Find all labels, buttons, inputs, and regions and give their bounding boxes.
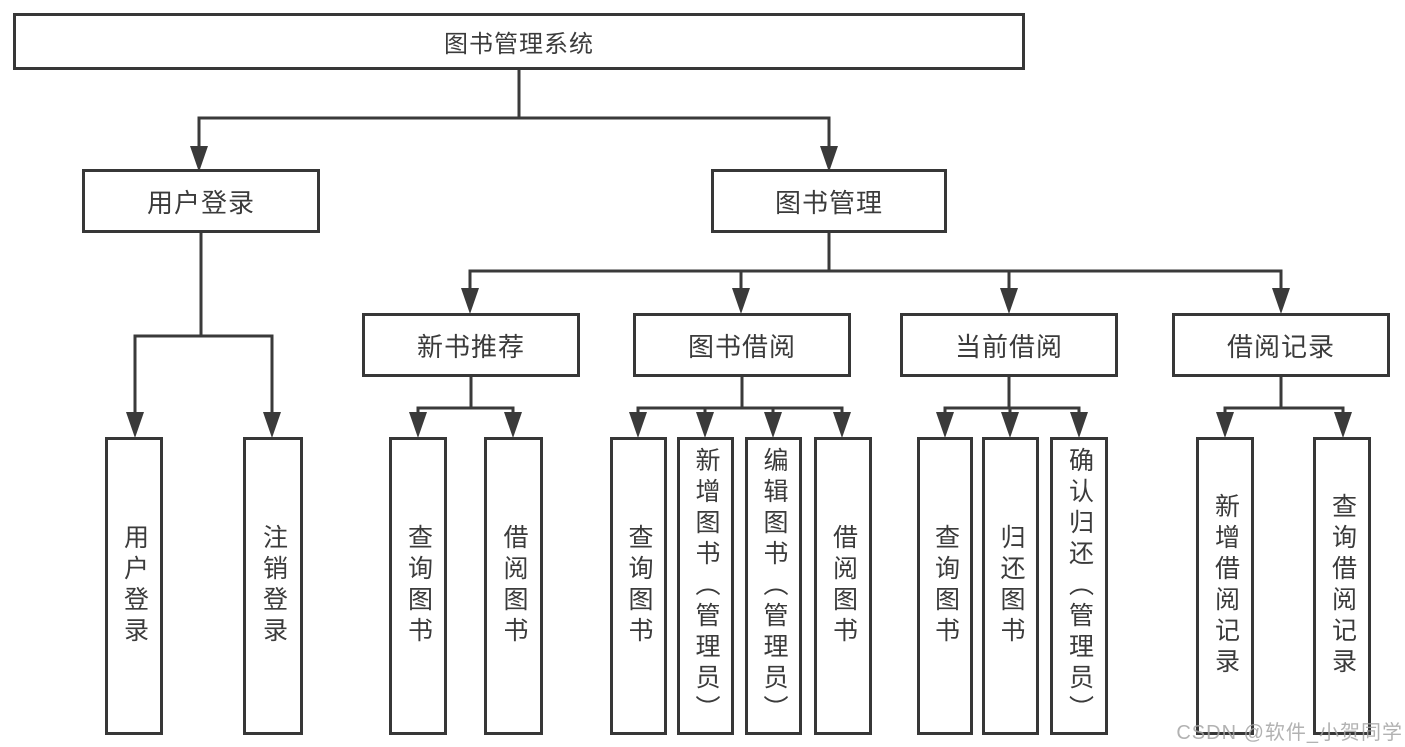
node-leaf-query-books-recommend: 查询图书 [389, 437, 447, 735]
node-leaf-query-borrow-record: 查询借阅记录 [1313, 437, 1371, 735]
edges-book-borrow [629, 377, 851, 438]
arrowhead-down-icon [820, 146, 838, 172]
node-book-management: 图书管理 [711, 169, 947, 233]
arrowhead-down-icon [1000, 288, 1018, 314]
node-leaf-confirm-return-admin: 确认归还（管理员） [1050, 437, 1108, 735]
arrowhead-down-icon [1070, 412, 1088, 438]
arrowhead-down-icon [764, 412, 782, 438]
node-leaf-return-books: 归还图书 [982, 437, 1039, 735]
arrowhead-down-icon [629, 412, 647, 438]
arrowhead-down-icon [833, 412, 851, 438]
edges-new-books [409, 377, 522, 438]
csdn-watermark: CSDN @软件_小贺同学 [1176, 722, 1403, 744]
edges-current-borrow [936, 377, 1088, 438]
edge-line [1223, 377, 1345, 420]
edge-line [468, 232, 1283, 296]
arrowhead-down-icon [1216, 412, 1234, 438]
node-current-borrowing: 当前借阅 [900, 313, 1118, 377]
node-leaf-query-books-current: 查询图书 [917, 437, 973, 735]
node-leaf-add-books-admin: 新增图书（管理员） [677, 437, 734, 735]
node-borrowing-records: 借阅记录 [1172, 313, 1390, 377]
node-root-system: 图书管理系统 [13, 13, 1025, 70]
edge-line [416, 377, 515, 420]
edges-book-mgmt [461, 232, 1290, 314]
arrowhead-down-icon [1272, 288, 1290, 314]
edges-root [190, 70, 838, 172]
arrowhead-down-icon [732, 288, 750, 314]
arrowhead-down-icon [263, 412, 281, 438]
node-leaf-edit-books-admin: 编辑图书（管理员） [745, 437, 802, 735]
arrowhead-down-icon [190, 146, 208, 172]
node-book-borrowing: 图书借阅 [633, 313, 851, 377]
node-leaf-borrow-books-recommend: 借阅图书 [484, 437, 543, 735]
arrowhead-down-icon [504, 412, 522, 438]
arrowhead-down-icon [1334, 412, 1352, 438]
arrowhead-down-icon [696, 412, 714, 438]
node-new-book-recommend: 新书推荐 [362, 313, 580, 377]
edges-borrow-records [1216, 377, 1352, 438]
arrowhead-down-icon [461, 288, 479, 314]
edge-line [133, 233, 274, 420]
edge-line [636, 377, 844, 420]
node-leaf-add-borrow-record: 新增借阅记录 [1196, 437, 1254, 735]
node-leaf-logout: 注销登录 [243, 437, 303, 735]
arrowhead-down-icon [936, 412, 954, 438]
edges-user-login [126, 233, 281, 438]
arrowhead-down-icon [409, 412, 427, 438]
arrowhead-down-icon [1001, 412, 1019, 438]
edge-line [197, 70, 831, 154]
arrowhead-down-icon [126, 412, 144, 438]
node-leaf-query-books-borrow: 查询图书 [610, 437, 667, 735]
node-leaf-user-login: 用户登录 [105, 437, 163, 735]
node-leaf-borrow-books: 借阅图书 [814, 437, 872, 735]
node-user-login: 用户登录 [82, 169, 320, 233]
